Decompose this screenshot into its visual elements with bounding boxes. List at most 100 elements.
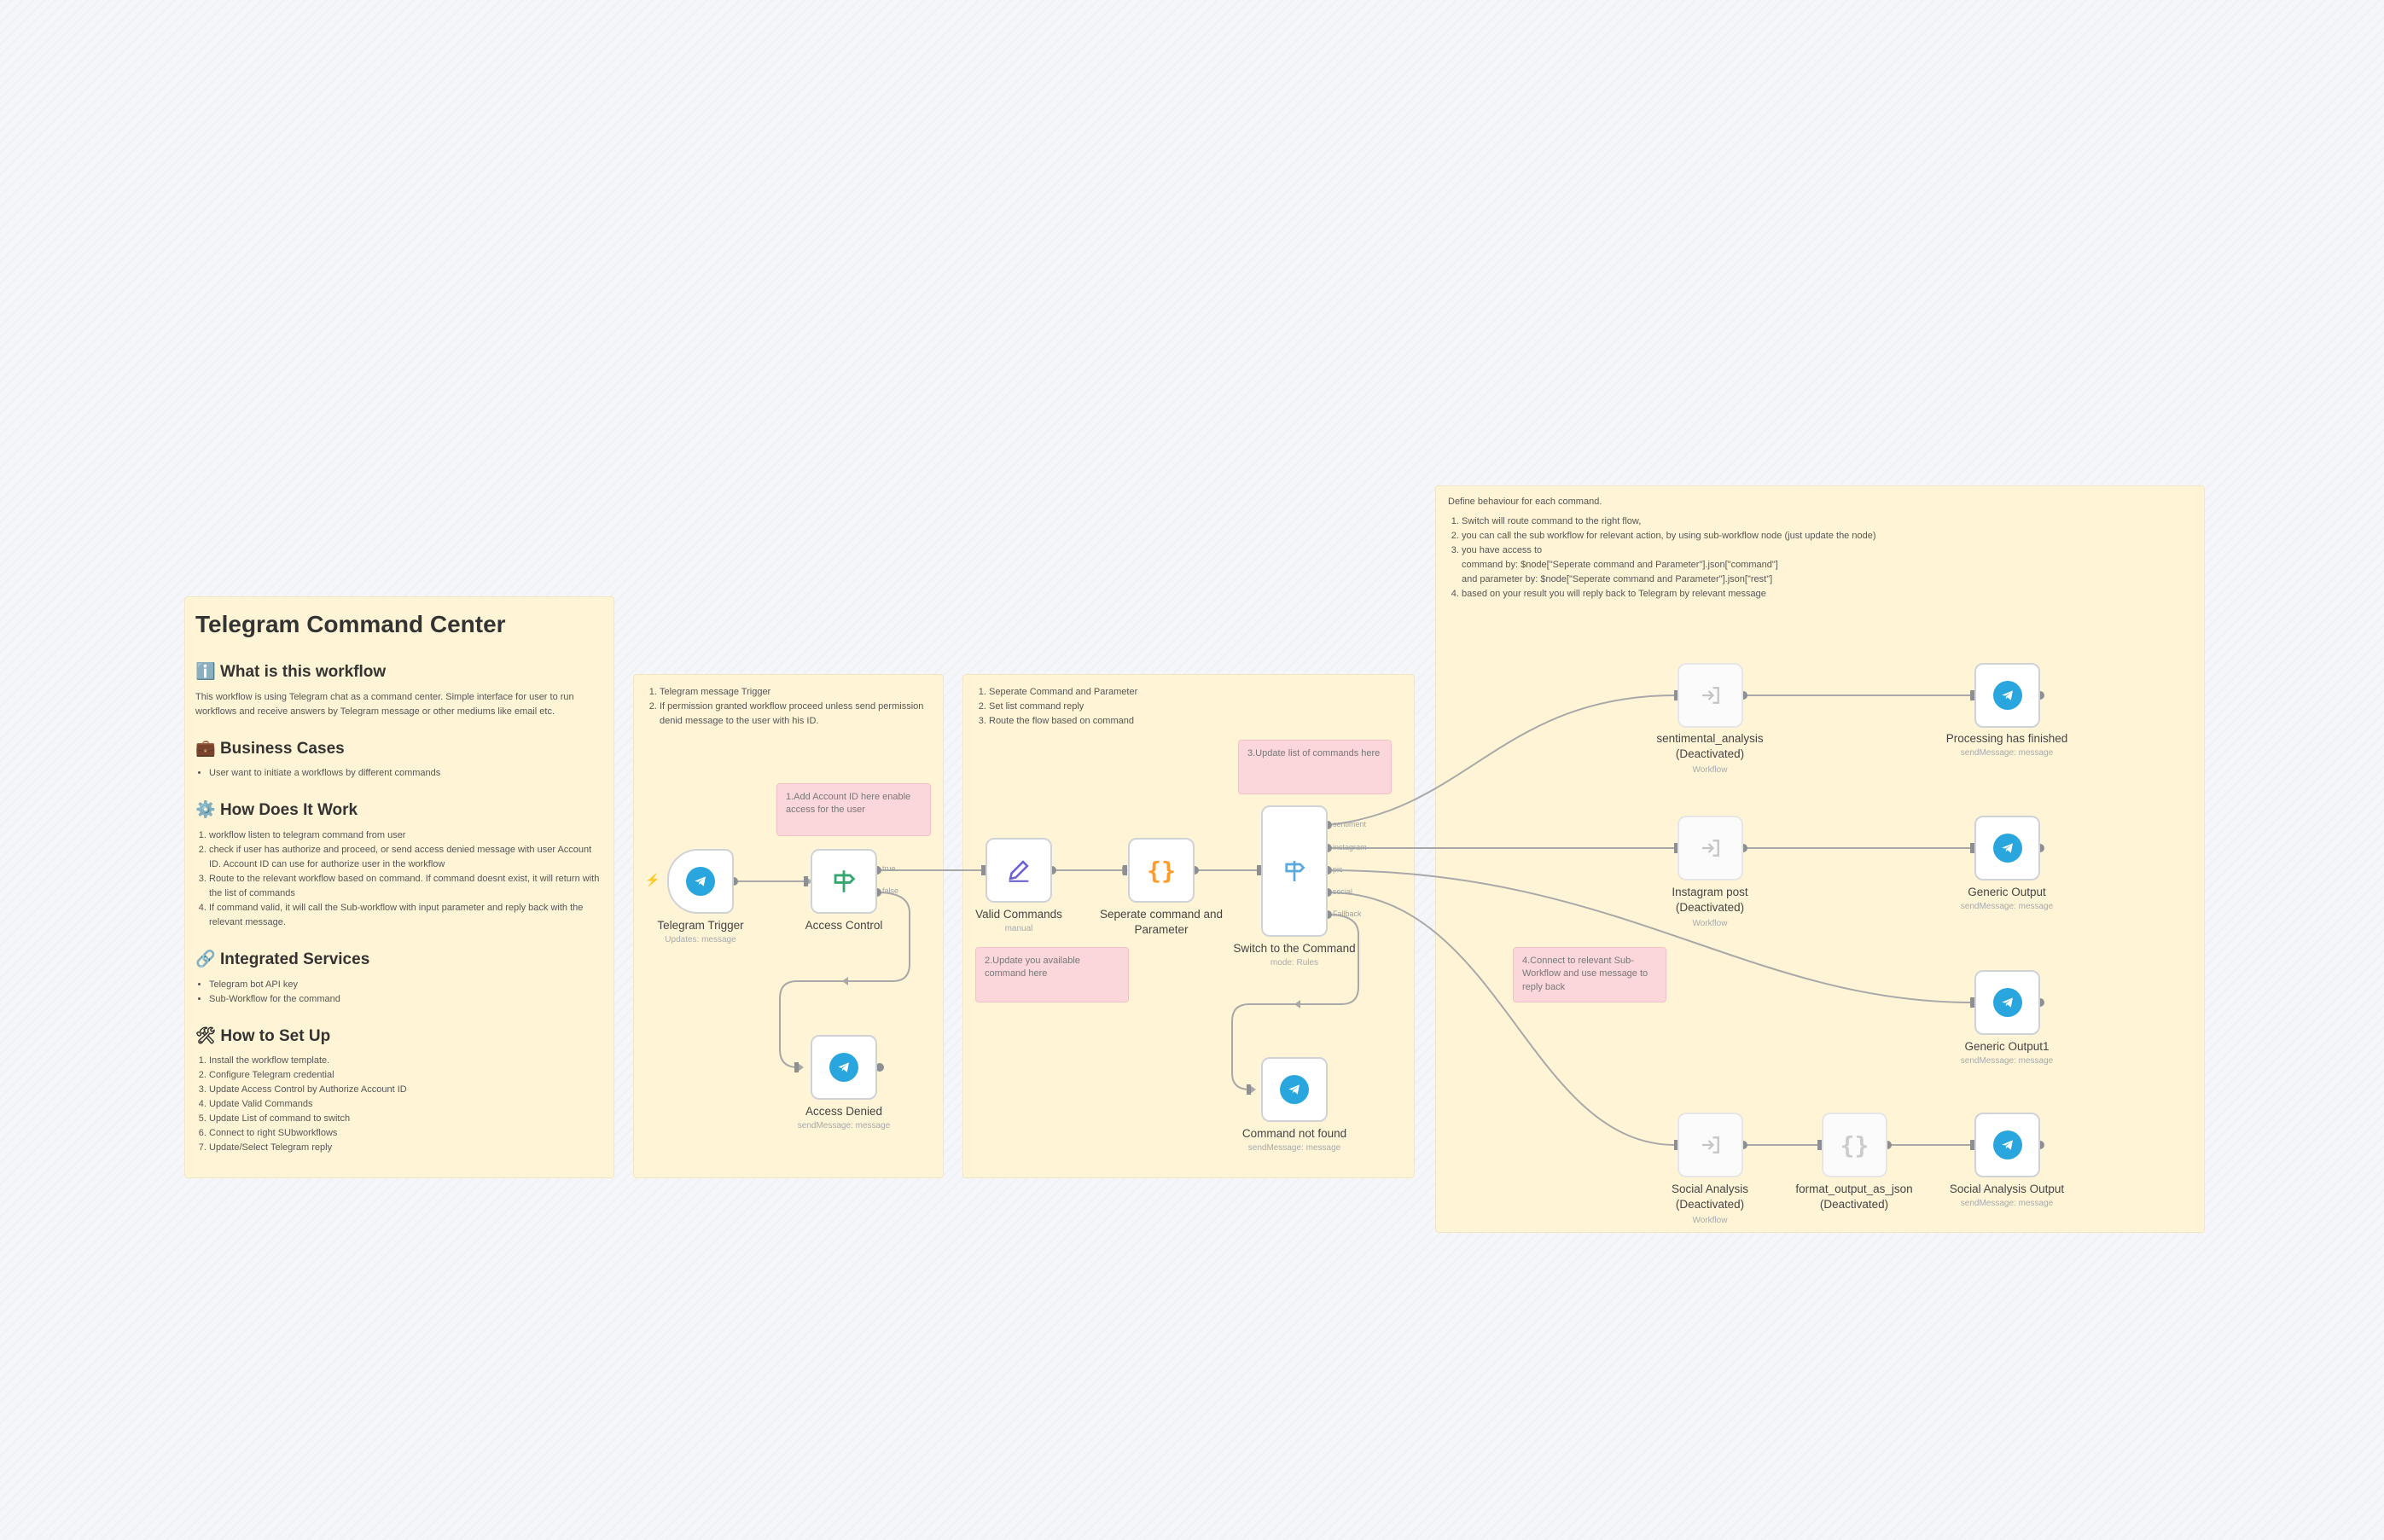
sticky-main-info[interactable]: Telegram Command Center ℹ️ What is this … [184, 596, 614, 1178]
node-generic-output[interactable] [1974, 816, 2040, 880]
switch-icon [1285, 861, 1305, 881]
node-label: Instagram post (Deactivated) [1672, 886, 1748, 914]
pencil-icon [1009, 860, 1029, 882]
node-valid-commands[interactable] [986, 838, 1052, 903]
node-access-denied[interactable] [811, 1035, 877, 1100]
node-subtitle: sendMessage: message [1960, 1199, 2054, 1208]
list-item: workflow listen to telegram command from… [209, 828, 605, 843]
list-item: Connect to right SUbworkflows [209, 1126, 605, 1141]
execute-workflow-icon [1701, 687, 1719, 704]
sticky-intro: Define behaviour for each command. [1448, 497, 1602, 507]
telegram-icon [829, 1053, 858, 1082]
node-subtitle: Workflow [1692, 765, 1728, 775]
node-sentimental-analysis[interactable] [1678, 663, 1743, 728]
node-subtitle: sendMessage: message [1960, 902, 2054, 911]
list-item: Install the workflow template. [209, 1054, 605, 1068]
list-item: If command valid, it will call the Sub-w… [209, 901, 605, 930]
node-social-analysis-output[interactable] [1974, 1113, 2040, 1177]
list-item: check if user has authorize and proceed,… [209, 843, 605, 872]
node-switch-command[interactable] [1261, 805, 1328, 937]
node-social-analysis[interactable] [1678, 1113, 1743, 1177]
list-item: Update/Select Telegram reply [209, 1141, 605, 1155]
output-label-true: true [882, 864, 896, 873]
code-braces-icon: {} [1147, 856, 1176, 885]
briefcase-icon: 💼 [195, 739, 216, 758]
node-subtitle: Workflow [1692, 1216, 1728, 1225]
telegram-icon [1280, 1075, 1309, 1104]
sticky-behaviour[interactable]: Define behaviour for each command. Switc… [1435, 485, 2205, 1233]
note-update-list[interactable]: 3.Update list of commands here [1238, 740, 1392, 794]
note-add-account-id[interactable]: 1.Add Account ID here enable access for … [776, 783, 931, 836]
list-item: Telegram message Trigger [660, 685, 934, 700]
telegram-icon [1992, 1130, 2022, 1159]
tools-icon: 🛠 [195, 1026, 217, 1045]
node-access-control[interactable] [811, 849, 877, 914]
signpost-icon [834, 870, 856, 892]
list-item: Telegram bot API key [209, 978, 605, 992]
list-item: Configure Telegram credential [209, 1068, 605, 1083]
list-item: If permission granted workflow proceed u… [660, 700, 934, 729]
output-label-sentiment: sentiment [1333, 820, 1367, 828]
execute-workflow-icon [1701, 840, 1719, 857]
telegram-icon [1992, 988, 2022, 1017]
node-label: Generic Output1 [1964, 1040, 2050, 1053]
note-connect-subworkflow[interactable]: 4.Connect to relevant Sub-Workflow and u… [1513, 947, 1666, 1002]
node-label: Valid Commands [975, 908, 1062, 921]
section-title-how: ⚙️ How Does It Work [195, 801, 358, 820]
section-title-what: ℹ️ What is this workflow [195, 663, 387, 682]
output-label-fallback: Fallback [1333, 909, 1362, 918]
list-item: Update List of command to switch [209, 1112, 605, 1126]
telegram-icon [1992, 834, 2022, 863]
node-label: Social Analysis Output [1949, 1183, 2065, 1195]
node-label: Social Analysis (Deactivated) [1671, 1183, 1749, 1211]
list-item: Update Valid Commands [209, 1097, 605, 1112]
execute-workflow-icon [1701, 1136, 1719, 1154]
list-item: Update Access Control by Authorize Accou… [209, 1083, 605, 1097]
node-telegram-trigger[interactable] [667, 849, 734, 914]
node-processing-finished[interactable] [1974, 663, 2040, 728]
node-subtitle: sendMessage: message [797, 1121, 891, 1130]
node-label: Telegram Trigger [657, 919, 744, 932]
node-separate-command[interactable]: {} [1128, 838, 1195, 903]
code-line: and parameter by: $node["Seperate comman… [1462, 574, 1773, 585]
section-paragraph-what: This workflow is using Telegram chat as … [195, 691, 574, 717]
node-label: Processing has finished [1945, 732, 2068, 745]
link-icon: 🔗 [195, 950, 216, 969]
node-label: sentimental_analysis (Deactivated) [1656, 732, 1764, 760]
list-item: you have access to command by: $node["Se… [1462, 543, 2195, 587]
section-title-setup: 🛠 How to Set Up [195, 1026, 331, 1045]
info-icon: ℹ️ [195, 663, 216, 682]
note-update-commands[interactable]: 2.Update you available command here [975, 947, 1129, 1002]
node-subtitle: manual [1004, 924, 1033, 933]
node-label: Command not found [1241, 1127, 1347, 1140]
list-item: Seperate Command and Parameter [989, 685, 1405, 700]
node-subtitle: Updates: message [665, 935, 736, 944]
node-command-not-found[interactable] [1261, 1057, 1328, 1122]
section-title-services: 🔗 Integrated Services [195, 950, 370, 969]
node-instagram-post[interactable] [1678, 816, 1743, 880]
output-label-instagram: instagram [1333, 843, 1367, 851]
trigger-bolt-icon: ⚡ [645, 873, 660, 886]
list-item: based on your result you will reply back… [1462, 587, 2195, 601]
node-generic-output1[interactable] [1974, 970, 2040, 1035]
node-label: Seperate command and Parameter [1099, 908, 1224, 936]
node-label: Access Denied [805, 1105, 883, 1118]
node-subtitle: mode: Rules [1270, 958, 1319, 968]
code-braces-icon: {} [1840, 1130, 1869, 1159]
node-label: Generic Output [1968, 886, 2046, 898]
node-subtitle: sendMessage: message [1960, 748, 2054, 758]
node-subtitle: sendMessage: message [1960, 1056, 2054, 1066]
list-item: you can call the sub workflow for releva… [1462, 529, 2195, 543]
output-label-social: social [1333, 887, 1353, 896]
node-subtitle: sendMessage: message [1247, 1143, 1341, 1153]
list-item: Switch will route command to the right f… [1462, 514, 2195, 529]
telegram-icon [1992, 681, 2022, 710]
node-label: format_output_as_json (Deactivated) [1795, 1183, 1913, 1211]
node-format-output-json[interactable]: {} [1822, 1113, 1887, 1177]
list-item: Route the flow based on command [989, 714, 1405, 729]
code-line: command by: $node["Seperate command and … [1462, 560, 1778, 571]
output-label-pic: pic [1333, 865, 1343, 874]
output-label-false: false [882, 886, 899, 895]
list-item: Sub-Workflow for the command [209, 992, 605, 1007]
